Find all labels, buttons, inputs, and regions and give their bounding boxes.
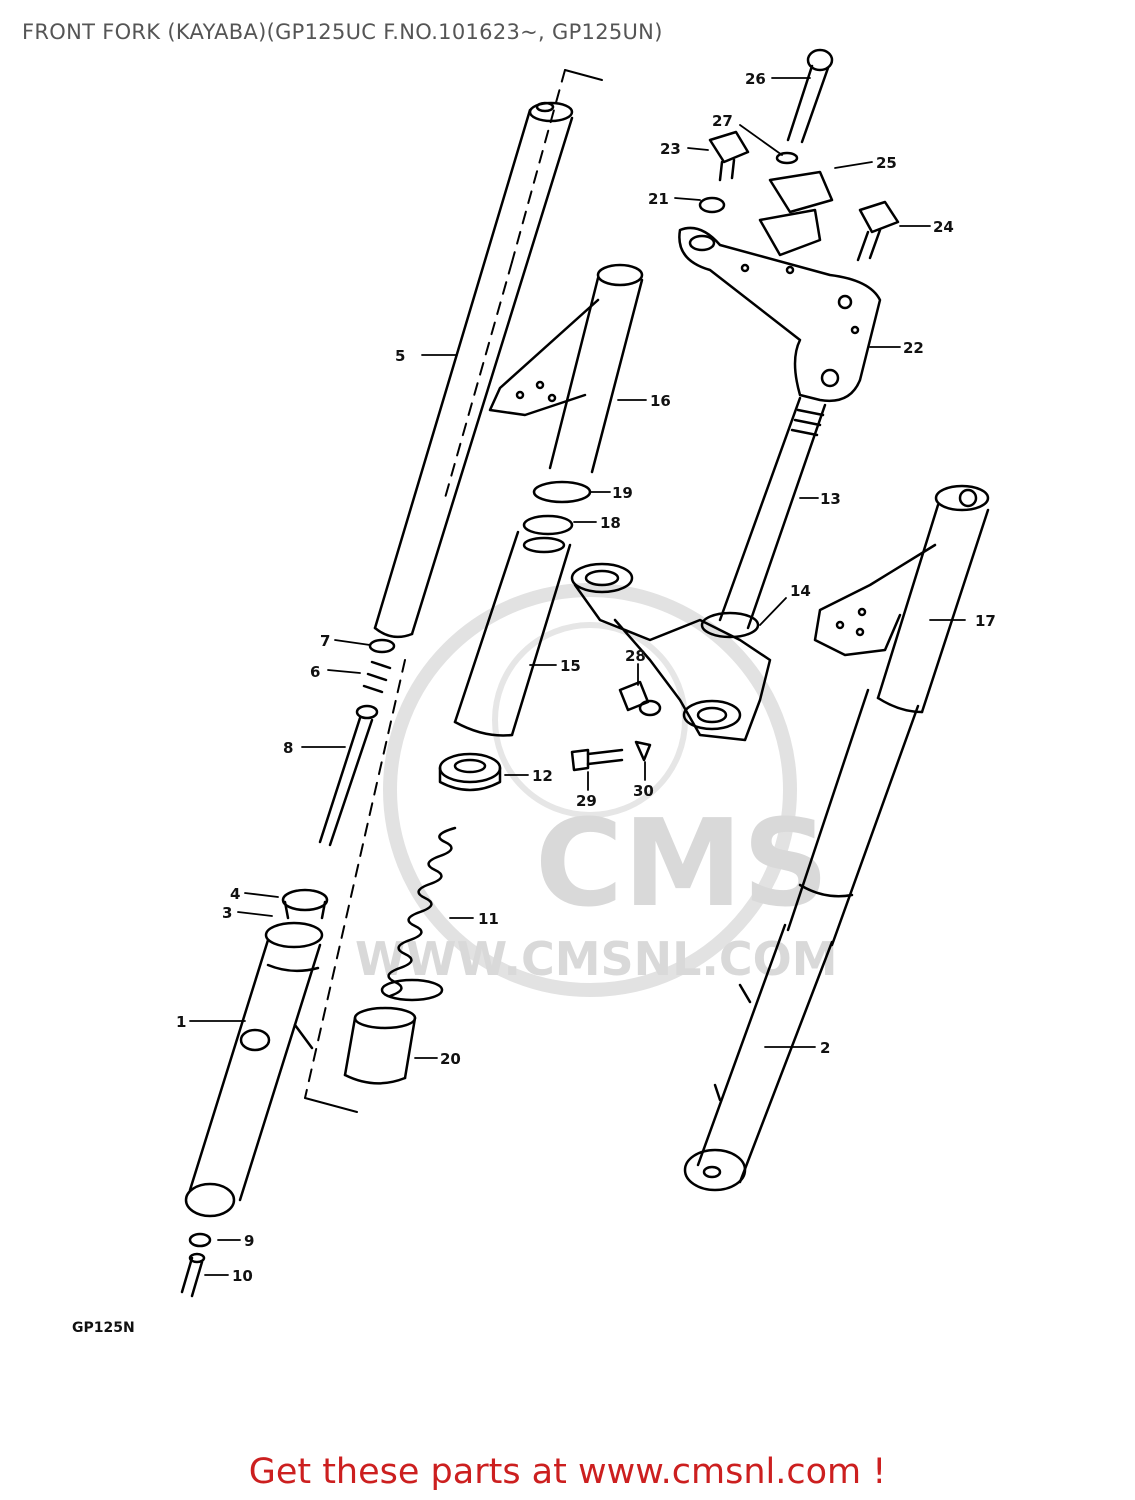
callout-7: 7: [320, 632, 330, 650]
callout-25: 25: [876, 154, 897, 172]
watermark-brand: CMS: [535, 795, 829, 934]
callout-leader-lines: [189, 77, 966, 1276]
part-23-bolt: [708, 130, 750, 182]
part-14-lower-bracket: [570, 562, 772, 742]
callout-12: 12: [532, 767, 553, 785]
callout-13: 13: [820, 490, 841, 508]
model-code-label: GP125N: [72, 1320, 135, 1336]
part-1-left-outer-leg: [184, 938, 322, 1218]
callout-16: 16: [650, 392, 671, 410]
callout-17: 17: [975, 612, 996, 630]
get-parts-link[interactable]: Get these parts at www.cmsnl.com !: [248, 1452, 887, 1492]
callout-27: 27: [712, 112, 733, 130]
callout-labels: 5 16 19 18 13 14 17 15 7 6 8 12 11 20 4 …: [176, 70, 996, 1285]
part-30-washer: [634, 740, 652, 762]
callout-3: 3: [222, 904, 232, 922]
callout-28: 28: [625, 647, 646, 665]
callout-22: 22: [903, 339, 924, 357]
callout-1: 1: [176, 1013, 186, 1031]
part-15-inner-tube: [453, 530, 572, 737]
part-7-ring: [368, 638, 396, 654]
callout-15: 15: [560, 657, 581, 675]
part-3-seal: [264, 921, 324, 949]
callout-8: 8: [283, 739, 293, 757]
part-9-washer: [188, 1232, 212, 1248]
part-24-bolt: [856, 200, 900, 262]
assembly-bracket: [304, 69, 603, 1113]
part-20-spacer: [343, 1006, 417, 1085]
part-8-rod: [318, 704, 379, 847]
part-18-clip: [522, 536, 566, 554]
part-5-outer-tube: [373, 101, 574, 639]
callout-29: 29: [576, 792, 597, 810]
callout-9: 9: [244, 1232, 254, 1250]
part-26-bolt: [786, 48, 834, 144]
watermark-url: WWW.CMSNL.COM: [355, 932, 838, 986]
callout-5: 5: [395, 347, 405, 365]
callout-20: 20: [440, 1050, 461, 1068]
callout-6: 6: [310, 663, 320, 681]
part-21-washer: [698, 196, 726, 214]
callout-10: 10: [232, 1267, 253, 1285]
callout-23: 23: [660, 140, 681, 158]
part-16-fork-tube: [488, 263, 644, 474]
callout-4: 4: [230, 885, 240, 903]
part-2-right-outer-leg: [683, 688, 920, 1192]
part-6-spring: [362, 660, 392, 694]
part-13-steering-stem: [718, 396, 827, 630]
callout-14: 14: [790, 582, 811, 600]
callout-18: 18: [600, 514, 621, 532]
callout-2: 2: [820, 1039, 830, 1057]
callout-11: 11: [478, 910, 499, 928]
part-4-cap: [281, 888, 329, 920]
part-18-ring: [522, 514, 574, 536]
part-28-nut: [618, 680, 662, 717]
part-17-fork-tube: [813, 484, 990, 714]
callout-21: 21: [648, 190, 669, 208]
callout-19: 19: [612, 484, 633, 502]
part-22-upper-bracket: [678, 226, 882, 403]
callout-24: 24: [933, 218, 954, 236]
page-title: FRONT FORK (KAYABA)(GP125UC F.NO.101623~…: [22, 20, 663, 44]
part-19-ring: [532, 480, 592, 504]
part-12-oil-seal: [438, 752, 502, 792]
callout-30: 30: [633, 782, 654, 800]
part-29-bolt: [570, 748, 624, 772]
cmsnl-watermark: CMS WWW.CMSNL.COM: [355, 583, 838, 997]
part-27-washer: [775, 151, 799, 165]
part-10-bolt: [180, 1252, 206, 1298]
callout-26: 26: [745, 70, 766, 88]
part-11-fork-spring: [380, 826, 457, 1002]
part-25-handlebar-clamp: [758, 170, 834, 257]
